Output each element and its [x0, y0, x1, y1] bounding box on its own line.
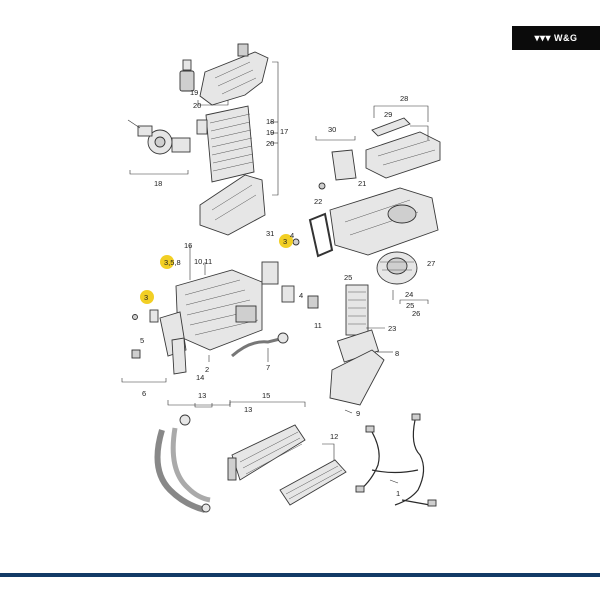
callout-21: 21 [358, 179, 366, 188]
lower-duct-part [199, 174, 266, 236]
leader-lines [189, 105, 429, 484]
highlight-marker [160, 255, 174, 269]
coolant-pipe-part [231, 332, 289, 358]
brand-mark-icon: ▾▾▾ [534, 32, 552, 44]
callout-18: 18 [154, 179, 162, 188]
sensor-part [179, 59, 195, 92]
callout-13: 13 [244, 405, 252, 414]
callout-20: 20 [193, 101, 201, 110]
blower-motor-part [376, 251, 418, 285]
callout-25: 25 [406, 301, 414, 310]
callout-20: 20 [266, 139, 274, 148]
air-duct-part [199, 43, 269, 106]
coolant-hose-part [154, 414, 211, 513]
callout-8: 8 [395, 349, 399, 358]
callout-26: 26 [412, 309, 420, 318]
group-bracket-14 [167, 400, 231, 406]
callout-30: 30 [328, 125, 336, 134]
evaporator-part [205, 105, 255, 183]
callout-24: 24 [405, 290, 413, 299]
brand-name: W&G [554, 33, 578, 43]
small-flap-part [318, 149, 357, 190]
callout-11: 11 [314, 321, 322, 330]
group-bracket-15 [229, 401, 306, 407]
callout-9: 9 [356, 409, 360, 418]
auxiliary-heater-part [279, 459, 347, 506]
callout-27: 27 [427, 259, 435, 268]
callout-6: 6 [142, 389, 146, 398]
highlight-marker [140, 290, 154, 304]
callout-4: 4 [290, 231, 294, 240]
callout-4: 4 [299, 291, 303, 300]
callout-22: 22 [314, 197, 322, 206]
resistor-part [345, 284, 369, 336]
clip-bracket-part [196, 119, 208, 135]
blower-cover-part [365, 131, 441, 179]
callout-19: 19 [190, 88, 198, 97]
callout-7: 7 [266, 363, 270, 372]
highlight-marker [279, 234, 293, 248]
callout-10-11: 10,11 [194, 257, 212, 266]
heater-core-part [227, 424, 306, 481]
callout-31: 31 [266, 229, 274, 238]
callout-5: 5 [140, 336, 144, 345]
callout-12: 12 [330, 432, 338, 441]
heater-box-part [175, 269, 263, 351]
callout-16: 16 [184, 241, 192, 250]
group-bracket-6 [121, 378, 167, 383]
actuator-motor-part [127, 119, 191, 155]
callout-3-5-8: 3,5,8 [164, 258, 181, 267]
callout-19: 19 [266, 128, 274, 137]
footer-bar [0, 573, 600, 577]
callout-1: 1 [396, 489, 400, 498]
brand-logo: ▾▾▾ W&G [512, 26, 600, 50]
group-bracket-17 [272, 61, 279, 196]
callout-18: 18 [266, 117, 274, 126]
callout-14: 14 [196, 373, 204, 382]
wiring-harness-part [355, 413, 437, 507]
seal-bracket-part [329, 349, 385, 406]
callout-29: 29 [384, 110, 392, 119]
callout-25: 25 [344, 273, 352, 282]
group-bracket-18 [129, 170, 189, 175]
sensor-cluster-part [261, 238, 319, 309]
gasket-ring-part [308, 212, 334, 258]
group-bracket-13a [194, 403, 213, 408]
lever-part [131, 337, 187, 375]
callout-3: 3 [144, 293, 148, 302]
callout-23: 23 [388, 324, 396, 333]
callout-17: 17 [280, 127, 288, 136]
callout-3: 3 [283, 237, 287, 246]
air-filter-part [371, 117, 411, 137]
blower-housing-part [329, 187, 439, 256]
group-bracket-20 [197, 100, 229, 106]
callout-13: 13 [198, 391, 206, 400]
callout-2: 2 [205, 365, 209, 374]
callout-15: 15 [262, 391, 270, 400]
callout-28: 28 [400, 94, 408, 103]
